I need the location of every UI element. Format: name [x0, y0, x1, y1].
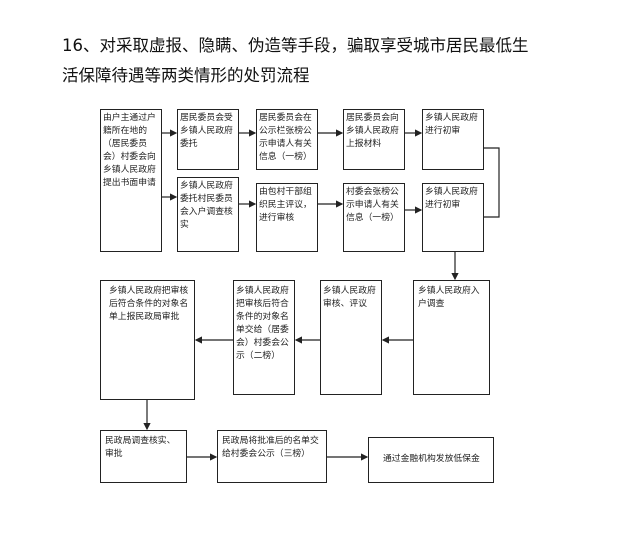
bracket-connector — [484, 147, 500, 218]
step-public-notice-3: 民政局将批准后的名单交给村委会公示（三榜） — [217, 430, 327, 483]
step-issue-allowance: 通过金融机构发放低保金 — [368, 437, 494, 483]
title-line-2: 活保障待遇等两类情形的处罚流程 — [62, 66, 310, 85]
step-initial-review-2: 乡镇人民政府进行初审 — [422, 183, 484, 252]
step-civil-affairs-approval: 民政局调查核实、审批 — [100, 430, 187, 483]
step-application: 由户主通过户籍所在地的（居民委员会）村委会向乡镇人民政府提出书面申请 — [100, 109, 162, 252]
step-initial-review-1: 乡镇人民政府进行初审 — [422, 109, 484, 170]
step-democratic-review: 由包村干部组织民主评议，进行审核 — [256, 183, 318, 252]
step-public-notice-2: 乡镇人民政府把审核后符合条件的对象名单交给（居委会）村委会公示（二榜） — [233, 280, 295, 395]
step-report-materials: 居民委员会向乡镇人民政府上报材料 — [343, 109, 405, 170]
step-review-evaluate: 乡镇人民政府审核、评议 — [320, 280, 382, 395]
step-resident-committee-entrusted: 居民委员会受乡镇人民政府委托 — [177, 109, 239, 170]
step-village-investigation: 乡镇人民政府委托村民委员会入户调查核实 — [177, 177, 239, 252]
title-line-1: 16、对采取虚报、隐瞒、伪造等手段，骗取享受城市居民最低生 — [62, 36, 529, 55]
step-home-investigation: 乡镇人民政府入户调查 — [413, 280, 490, 395]
step-village-notice-1: 村委会张榜公示申请人有关信息（一榜） — [343, 183, 405, 252]
step-report-civil-affairs: 乡镇人民政府把审核后符合条件的对象名单上报民政局审批 — [100, 280, 195, 400]
step-public-notice-1: 居民委员会在公示栏张榜公示申请人有关信息（一榜） — [256, 109, 318, 170]
